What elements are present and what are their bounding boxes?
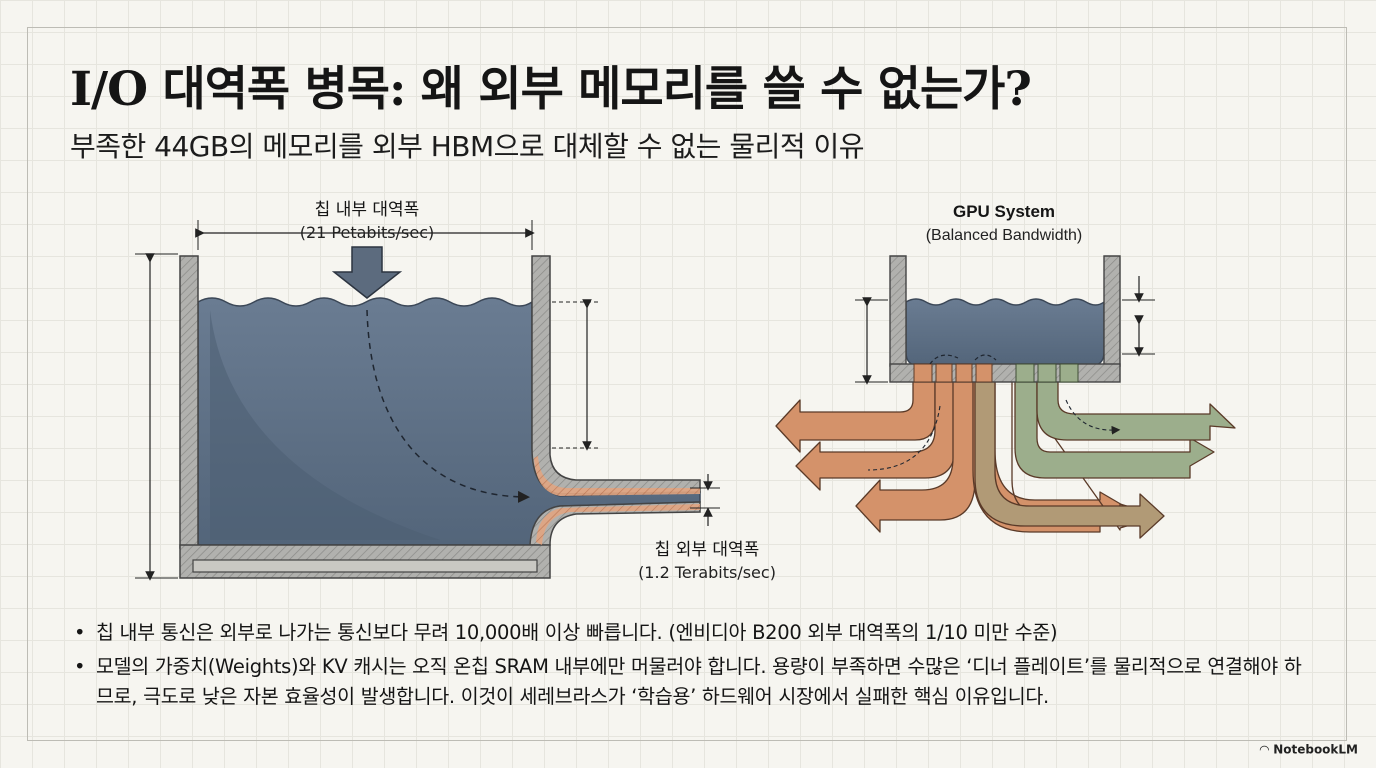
brand-label: NotebookLM — [1273, 742, 1358, 756]
bullet-dot-icon: • — [74, 621, 86, 644]
gpu-right-wall — [1103, 255, 1121, 367]
page-title: I/O 대역폭 병목: 왜 외부 메모리를 쓸 수 없는가? — [70, 62, 1032, 117]
outlet-bandwidth-value: (1.2 Terabits/sec) — [638, 563, 776, 582]
gpu-system-title: GPU System — [953, 202, 1055, 221]
tank-right-wall — [531, 255, 701, 495]
inflow-arrow — [331, 246, 403, 299]
bullet-text: 칩 내부 통신은 외부로 나가는 통신보다 무려 10,000배 이상 빠릅니다… — [96, 621, 1058, 644]
tank-left-wall — [179, 255, 199, 549]
page-subtitle: 부족한 44GB의 메모리를 외부 HBM으로 대체할 수 없는 물리적 이유 — [70, 130, 865, 163]
notebooklm-logo-icon: ◠ — [1259, 742, 1269, 756]
bullet-text: 모델의 가중치(Weights)와 KV 캐시는 오직 온칩 SRAM 내부에만… — [96, 655, 1302, 708]
outlet-bandwidth-label: 칩 외부 대역폭 — [655, 540, 760, 560]
gpu-water — [905, 298, 1105, 367]
notebooklm-brand: ◠ NotebookLM — [1259, 742, 1358, 756]
tank-outlet-lower-wall — [529, 501, 701, 546]
page-frame — [27, 27, 1347, 741]
gpu-left-wall — [889, 255, 907, 367]
bullet-item: • 칩 내부 통신은 외부로 나가는 통신보다 무려 10,000배 이상 빠릅… — [72, 618, 1312, 648]
right-gpu-diagram: GPU System (Balanced Bandwidth) — [775, 202, 1236, 539]
bullet-list: • 칩 내부 통신은 외부로 나가는 통신보다 무려 10,000배 이상 빠릅… — [72, 618, 1312, 716]
top-bandwidth-label: 칩 내부 대역폭 — [315, 200, 420, 220]
gpu-system-subtitle: (Balanced Bandwidth) — [926, 227, 1083, 244]
top-bandwidth-value: (21 Petabits/sec) — [300, 223, 435, 242]
bullet-dot-icon: • — [74, 655, 86, 678]
left-tank-diagram: 칩 내부 대역폭 (21 Petabits/sec) 칩 외부 대역폭 (1.2… — [135, 200, 776, 582]
bullet-item: • 모델의 가중치(Weights)와 KV 캐시는 오직 온칩 SRAM 내부… — [72, 652, 1312, 712]
